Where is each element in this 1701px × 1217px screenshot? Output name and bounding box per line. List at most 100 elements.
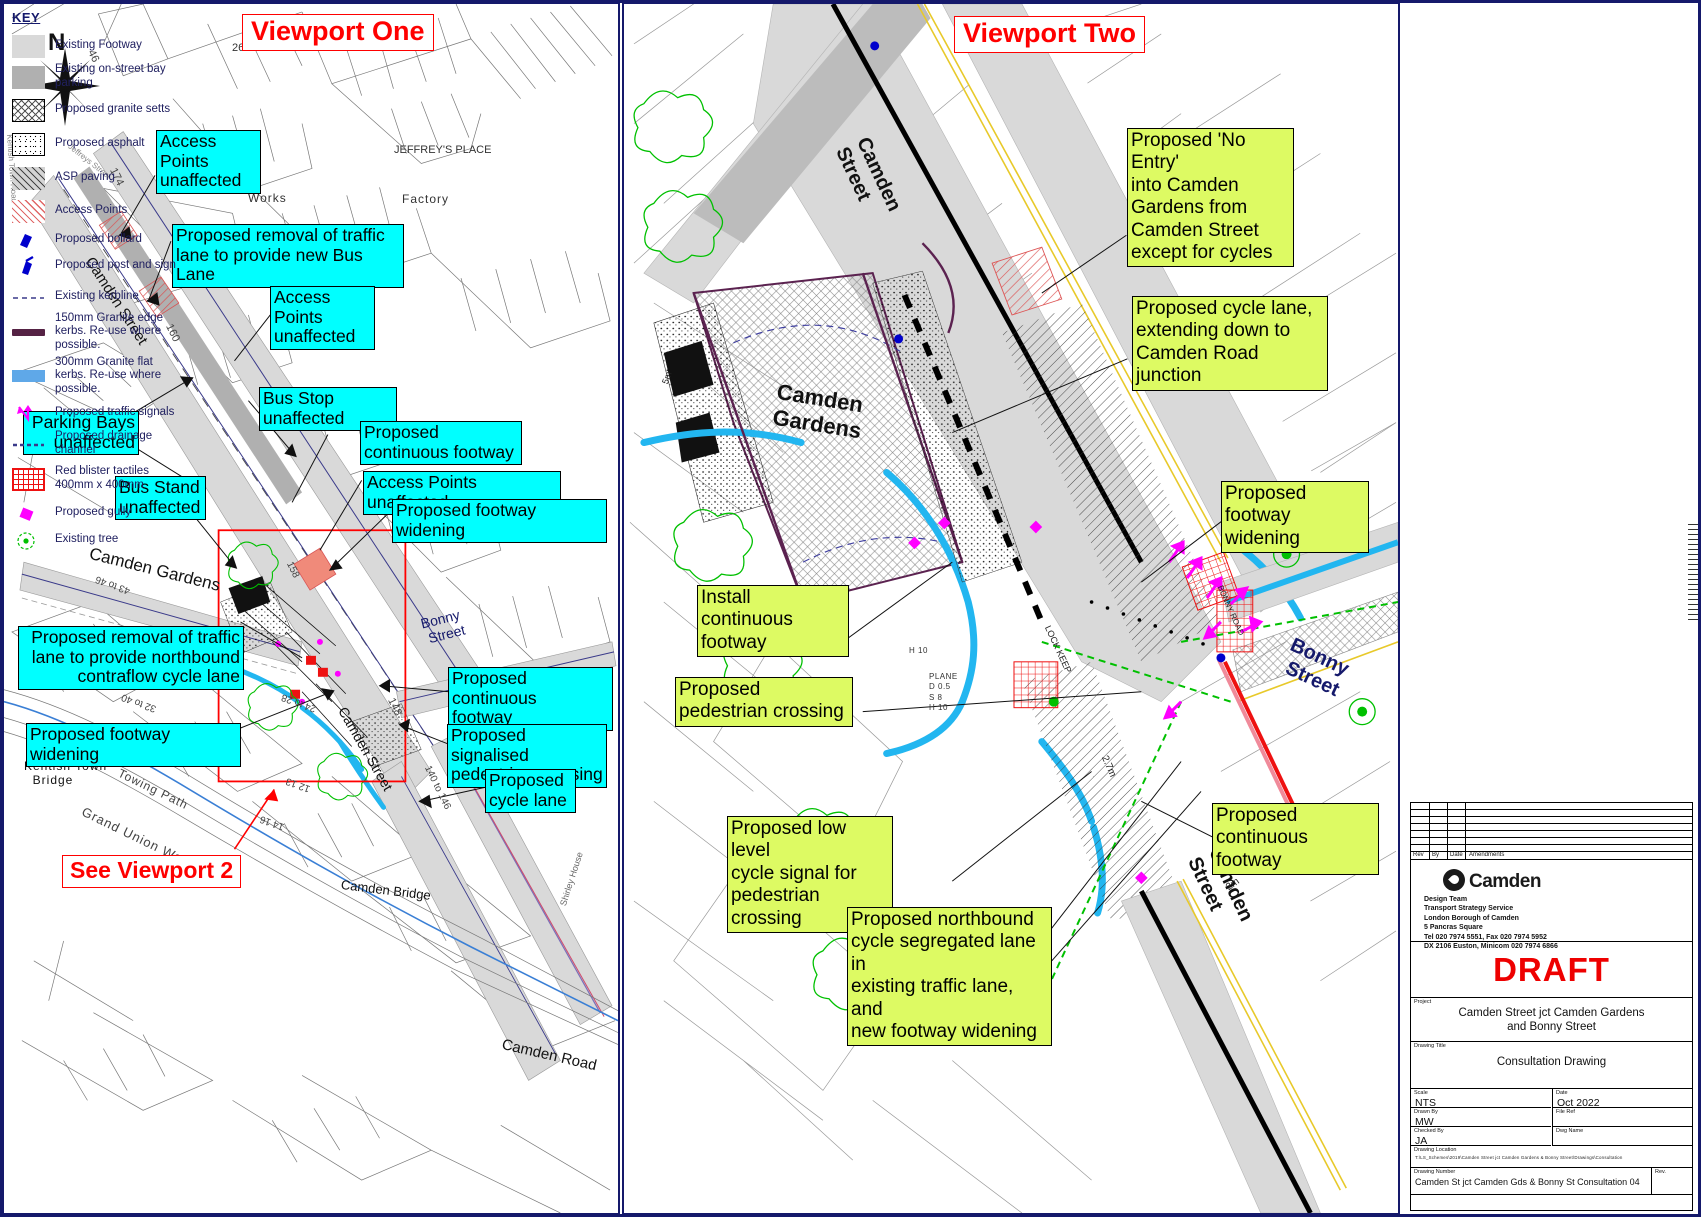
callout-proposed-pedestrian-crossing: Proposed pedestrian crossing bbox=[675, 677, 853, 727]
drawn-by-field: Drawn By MW bbox=[1411, 1108, 1551, 1128]
draft-status: DRAFT bbox=[1411, 942, 1692, 998]
scale-label: Scale bbox=[1414, 1090, 1428, 1096]
project-label: Project bbox=[1414, 999, 1432, 1005]
callout-removal-traffic-lane-contraflow: Proposed removal of traffic lane to prov… bbox=[18, 626, 244, 690]
key-item-granite-setts: Proposed granite setts bbox=[8, 94, 290, 126]
key-item-existing-tree: Existing tree bbox=[8, 527, 290, 553]
camden-logo-block: Camden Design Team Transport Strategy Se… bbox=[1411, 860, 1692, 950]
camden-logo-icon bbox=[1443, 869, 1465, 891]
project-value: Camden Street jct Camden Gardens and Bon… bbox=[1458, 1007, 1645, 1034]
callout-install-continuous-footway: Install continuous footway bbox=[697, 585, 849, 658]
drawing-title-field: Drawing Title Consultation Drawing bbox=[1411, 1042, 1692, 1089]
key-item-access-points: Access Points bbox=[8, 196, 290, 226]
drawing-number-value: Camden St jct Camden Gds & Bonny St Cons… bbox=[1415, 1177, 1640, 1187]
access-points-swatch bbox=[12, 199, 45, 223]
key-label-granite-edge-kerbs: 150mm Granite edge kerbs. Re-use where p… bbox=[55, 311, 164, 351]
project-field: Project Camden Street jct Camden Gardens… bbox=[1411, 998, 1692, 1042]
key-item-on-street-parking: Existing on-street bay parking bbox=[8, 61, 290, 93]
key-title: KEY bbox=[12, 10, 41, 25]
title-block: Rev By Date Amendments Camden Design Tea… bbox=[1410, 802, 1693, 1211]
edge-ruler bbox=[1688, 520, 1698, 630]
key-item-granite-edge-kerbs: 150mm Granite edge kerbs. Re-use where p… bbox=[8, 310, 290, 354]
callout-proposed-continuous-footway-1: Proposed continuous footway bbox=[360, 421, 522, 466]
drawing-number-label: Drawing Number bbox=[1414, 1169, 1456, 1175]
file-ref-field: File Ref bbox=[1552, 1108, 1692, 1127]
draft-status-text: DRAFT bbox=[1493, 950, 1610, 988]
key-item-blister-tactiles: Red blister tactiles 400mm x 400mm bbox=[8, 462, 290, 496]
checked-by-label: Checked By bbox=[1414, 1128, 1444, 1134]
viewport-one-title: Viewport One bbox=[242, 14, 434, 51]
key-item-proposed-bollard: Proposed bollard bbox=[8, 227, 290, 253]
callout-proposed-footway-widening-2: Proposed footway widening bbox=[26, 723, 241, 768]
granite-edge-kerb-swatch bbox=[12, 321, 45, 344]
existing-tree-icon bbox=[12, 529, 45, 552]
key-label-proposed-asphalt: Proposed asphalt bbox=[55, 137, 145, 150]
key-label-blister-tactiles: Red blister tactiles 400mm x 400mm bbox=[55, 465, 149, 491]
amend-header-amendments: Amendments bbox=[1469, 852, 1505, 858]
key-label-access-points: Access Points bbox=[55, 204, 128, 217]
callout-access-points-unaffected-1: Access Points unaffected bbox=[156, 130, 261, 194]
callout-proposed-cycle-lane: Proposed cycle lane bbox=[485, 769, 576, 814]
post-and-sign-icon bbox=[12, 255, 45, 278]
key-label-asp-paving: ASP paving bbox=[55, 171, 115, 184]
amendments-grid: Rev By Date Amendments bbox=[1411, 803, 1692, 860]
viewport-one-panel: N Camden Street Camden Gardens Bonny Str… bbox=[2, 2, 620, 1215]
existing-footway-swatch bbox=[12, 34, 45, 58]
key-label-proposed-gully: Proposed gully bbox=[55, 506, 132, 519]
key-item-proposed-asphalt: Proposed asphalt bbox=[8, 128, 290, 160]
callout-proposed-continuous-footway-vp2: Proposed continuous footway bbox=[1212, 803, 1379, 876]
key-item-drainage-channel: Proposed drainage channel bbox=[8, 428, 290, 460]
key-label-proposed-post-sign: Proposed post and sign bbox=[55, 259, 176, 272]
callout-no-entry-camden-gardens: Proposed 'No Entry' into Camden Gardens … bbox=[1127, 128, 1294, 268]
file-ref-label: File Ref bbox=[1556, 1109, 1575, 1115]
gully-icon bbox=[12, 502, 45, 525]
bay-parking-swatch bbox=[12, 65, 45, 89]
key-label-on-street-parking: Existing on-street bay parking bbox=[55, 63, 166, 89]
drawn-by-value: MW bbox=[1415, 1116, 1434, 1128]
key-label-granite-setts: Proposed granite setts bbox=[55, 103, 171, 116]
scale-field: Scale NTS bbox=[1411, 1089, 1551, 1109]
callout-northbound-segregated-lane: Proposed northbound cycle segregated lan… bbox=[847, 907, 1052, 1047]
drawing-location-label: Drawing Location bbox=[1414, 1147, 1457, 1153]
camden-logo-text: Camden bbox=[1469, 871, 1541, 892]
key-label-existing-tree: Existing tree bbox=[55, 533, 119, 546]
key-label-existing-footway: Existing Footway bbox=[55, 39, 142, 52]
key-label-existing-kerbline: Existing kerbline bbox=[55, 290, 139, 303]
north-arrow-icon bbox=[30, 48, 100, 126]
drainage-channel-icon bbox=[12, 433, 45, 456]
callout-access-points-unaffected-2: Access Points unaffected bbox=[270, 286, 375, 350]
date-value: Oct 2022 bbox=[1557, 1097, 1600, 1109]
scale-value: NTS bbox=[1415, 1097, 1436, 1109]
callout-parking-bays-unaffected: Parking Bays unaffected bbox=[23, 411, 139, 456]
callout-bus-stand-unaffected: Bus Stand unaffected bbox=[115, 476, 206, 521]
dwg-name-field: Dwg Name bbox=[1552, 1127, 1692, 1146]
amend-header-date: Date bbox=[1450, 852, 1463, 858]
viewport-one-map bbox=[4, 4, 618, 1213]
granite-flat-kerb-swatch bbox=[12, 365, 45, 388]
viewport-two-map bbox=[629, 4, 1398, 1213]
asphalt-swatch bbox=[12, 132, 45, 156]
key-item-proposed-post-sign: Proposed post and sign bbox=[8, 253, 290, 279]
callout-proposed-footway-widening-vp2: Proposed footway widening bbox=[1221, 481, 1369, 554]
key-label-traffic-signals: Proposed traffic signals bbox=[55, 406, 175, 419]
checked-by-field: Checked By JA bbox=[1411, 1127, 1551, 1147]
key-label-drainage-channel: Proposed drainage channel bbox=[55, 430, 153, 456]
key-item-traffic-signals: Proposed traffic signals bbox=[8, 398, 290, 428]
amend-header-by: By bbox=[1432, 852, 1440, 858]
dwg-name-label: Dwg Name bbox=[1556, 1128, 1584, 1134]
callout-cycle-lane-camden-road: Proposed cycle lane, extending down to C… bbox=[1132, 296, 1328, 391]
asp-paving-swatch bbox=[12, 166, 45, 190]
drawing-location-field: Drawing Location T:\LS_Schemes\2019\Camd… bbox=[1411, 1146, 1692, 1168]
key-item-granite-flat-kerbs: 300mm Granite flat kerbs. Re-use where p… bbox=[8, 354, 290, 398]
drawing-title-label: Drawing Title bbox=[1414, 1043, 1446, 1049]
key-label-proposed-bollard: Proposed bollard bbox=[55, 233, 142, 246]
drawing-number-field: Drawing Number Camden St jct Camden Gds … bbox=[1411, 1168, 1692, 1195]
bollard-icon bbox=[12, 229, 45, 252]
traffic-signals-icon bbox=[12, 402, 45, 425]
existing-kerbline-icon bbox=[12, 286, 45, 309]
drawing-location-value: T:\LS_Schemes\2019\Camden Street jct Cam… bbox=[1415, 1155, 1623, 1160]
viewport-two-title: Viewport Two bbox=[954, 16, 1146, 53]
see-viewport-2-label: See Viewport 2 bbox=[62, 855, 242, 888]
